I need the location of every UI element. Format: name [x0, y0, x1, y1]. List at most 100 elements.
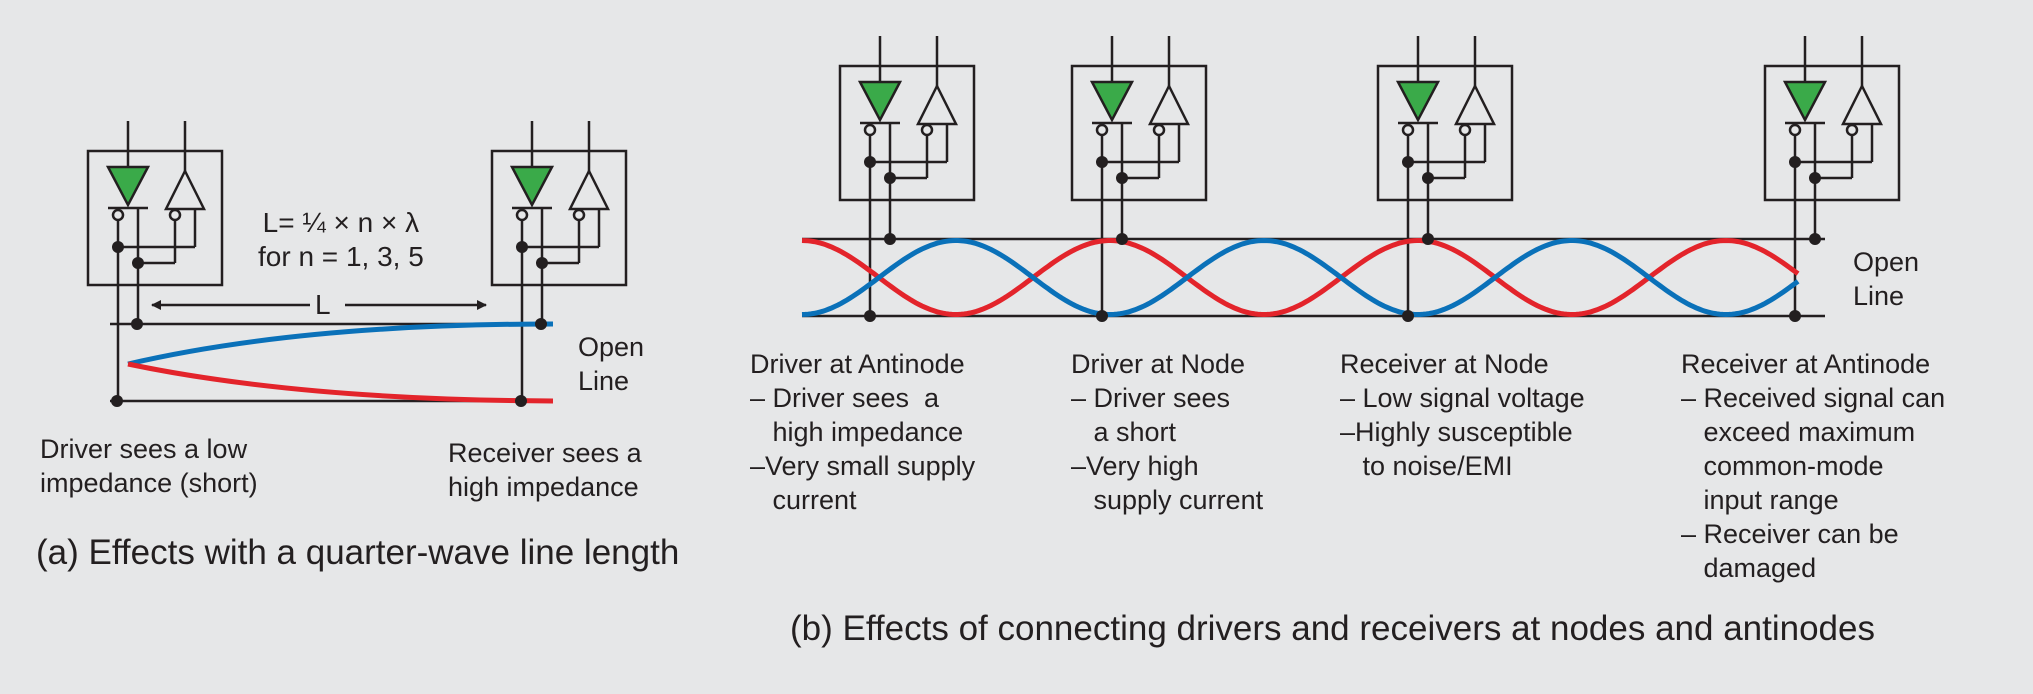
note-line: exceed maximum: [1681, 417, 1916, 447]
panel-b-red-standing-wave: [801, 237, 1800, 318]
transceiver: [1763, 36, 1901, 316]
note-line: input range: [1681, 485, 1839, 515]
driver-triangle-icon: [857, 80, 903, 123]
transceiver-box: [1070, 64, 1208, 202]
panel-b-caption: (b) Effects of connecting drivers and re…: [790, 609, 1875, 648]
transceiver-box: [838, 64, 976, 202]
transceiver-dots: [1096, 156, 1128, 184]
transceiver-dots: [516, 241, 548, 269]
note-title: Driver at Node: [1071, 349, 1246, 379]
driver-inverting-bubble: [1788, 123, 1802, 137]
junction-dot: [536, 257, 548, 269]
note-line: – Driver sees: [1071, 383, 1231, 413]
junction-dot: [1809, 172, 1821, 184]
driver-inverting-bubble: [111, 208, 125, 222]
transceiver-dots: [1402, 156, 1434, 184]
receiver-triangle-icon: [1840, 83, 1884, 126]
note-line: –Very small supply: [750, 451, 976, 481]
transceiver: [490, 121, 628, 401]
junction-dot: [515, 395, 527, 407]
note-receiver-at-node: Receiver at Node – Low signal voltage –H…: [1340, 347, 1585, 483]
note-title: Driver at Antinode: [750, 349, 965, 379]
note-line: supply current: [1071, 485, 1264, 515]
note-title: Receiver at Antinode: [1681, 349, 1931, 379]
junction-dot: [1096, 156, 1108, 168]
note-line: damaged: [1681, 553, 1817, 583]
receiver-inverting-bubble: [1845, 123, 1859, 137]
junction-dot: [884, 233, 896, 245]
note-driver-at-node: Driver at Node – Driver sees a short –Ve…: [1071, 347, 1263, 517]
driver-triangle-icon: [509, 165, 555, 208]
transceiver-box: [86, 149, 224, 287]
junction-dot: [1422, 172, 1434, 184]
driver-inverting-bubble: [1401, 123, 1415, 137]
junction-dot: [884, 172, 896, 184]
panel-a-blue-voltage-curve: [127, 321, 554, 367]
panel-a-open-line-label: Open Line: [578, 330, 644, 398]
note-line: –Highly susceptible: [1340, 417, 1573, 447]
note-receiver-at-antinode: Receiver at Antinode – Received signal c…: [1681, 347, 1945, 585]
note-line: Receiver sees a: [448, 438, 642, 468]
note-line: current: [750, 485, 857, 515]
note-line: high impedance: [750, 417, 964, 447]
panel-a-red-current-curve: [127, 361, 554, 404]
note-title: Receiver at Node: [1340, 349, 1549, 379]
note-driver-at-antinode: Driver at Antinode – Driver sees a high …: [750, 347, 975, 517]
receiver-triangle-icon: [1453, 83, 1497, 126]
driver-triangle-icon: [1089, 80, 1135, 123]
junction-dot: [1116, 172, 1128, 184]
junction-dot: [864, 310, 876, 322]
transceiver: [838, 36, 976, 316]
note-line: – Driver sees a: [750, 383, 940, 413]
receiver-inverting-bubble: [1458, 123, 1472, 137]
junction-dot: [1809, 233, 1821, 245]
note-line: – Receiver can be: [1681, 519, 1899, 549]
transceiver-box: [490, 149, 628, 287]
panel-b-blue-standing-wave: [801, 237, 1800, 318]
panel-a-junction-dots: [111, 318, 547, 407]
panel-a-caption: (a) Effects with a quarter-wave line len…: [36, 533, 680, 572]
note-line: a short: [1071, 417, 1177, 447]
formula-label: L= ¼ × n × λ for n = 1, 3, 5: [258, 206, 424, 274]
junction-dot: [1116, 233, 1128, 245]
junction-dot: [1402, 310, 1414, 322]
note-line: high impedance: [448, 472, 639, 502]
transceiver: [1070, 36, 1208, 316]
receiver-inverting-bubble: [920, 123, 934, 137]
transceiver-dots: [864, 156, 896, 184]
note-line: impedance (short): [40, 468, 258, 498]
transceiver: [86, 121, 224, 401]
open-line-word-2: Line: [578, 366, 630, 396]
transceiver-box: [1376, 64, 1514, 202]
note-line: – Low signal voltage: [1340, 383, 1585, 413]
note-line: to noise/EMI: [1340, 451, 1513, 481]
junction-dot: [112, 241, 124, 253]
formula-line-2: for n = 1, 3, 5: [258, 241, 424, 272]
receiver-inverting-bubble: [1152, 123, 1166, 137]
transceiver: [1376, 36, 1514, 316]
junction-dot: [1402, 156, 1414, 168]
transceiver-box: [1763, 64, 1901, 202]
junction-dot: [131, 318, 143, 330]
driver-triangle-icon: [1395, 80, 1441, 123]
junction-dot: [1096, 310, 1108, 322]
receiver-triangle-icon: [915, 83, 959, 126]
driver-triangle-icon: [105, 165, 151, 208]
receiver-triangle-icon: [1147, 83, 1191, 126]
junction-dot: [132, 257, 144, 269]
open-line-word-1: Open: [1853, 247, 1920, 277]
receiver-inverting-bubble: [572, 208, 586, 222]
junction-dot: [111, 395, 123, 407]
junction-dot: [864, 156, 876, 168]
transceiver-group: [86, 36, 1901, 401]
panel-b-line: [802, 237, 1825, 318]
junction-dot: [516, 241, 528, 253]
transceiver-dots: [112, 241, 144, 269]
open-line-word-1: Open: [578, 332, 645, 362]
note-line: Driver sees a low: [40, 434, 248, 464]
driver-inverting-bubble: [515, 208, 529, 222]
note-line: common-mode: [1681, 451, 1884, 481]
junction-dot: [1789, 156, 1801, 168]
